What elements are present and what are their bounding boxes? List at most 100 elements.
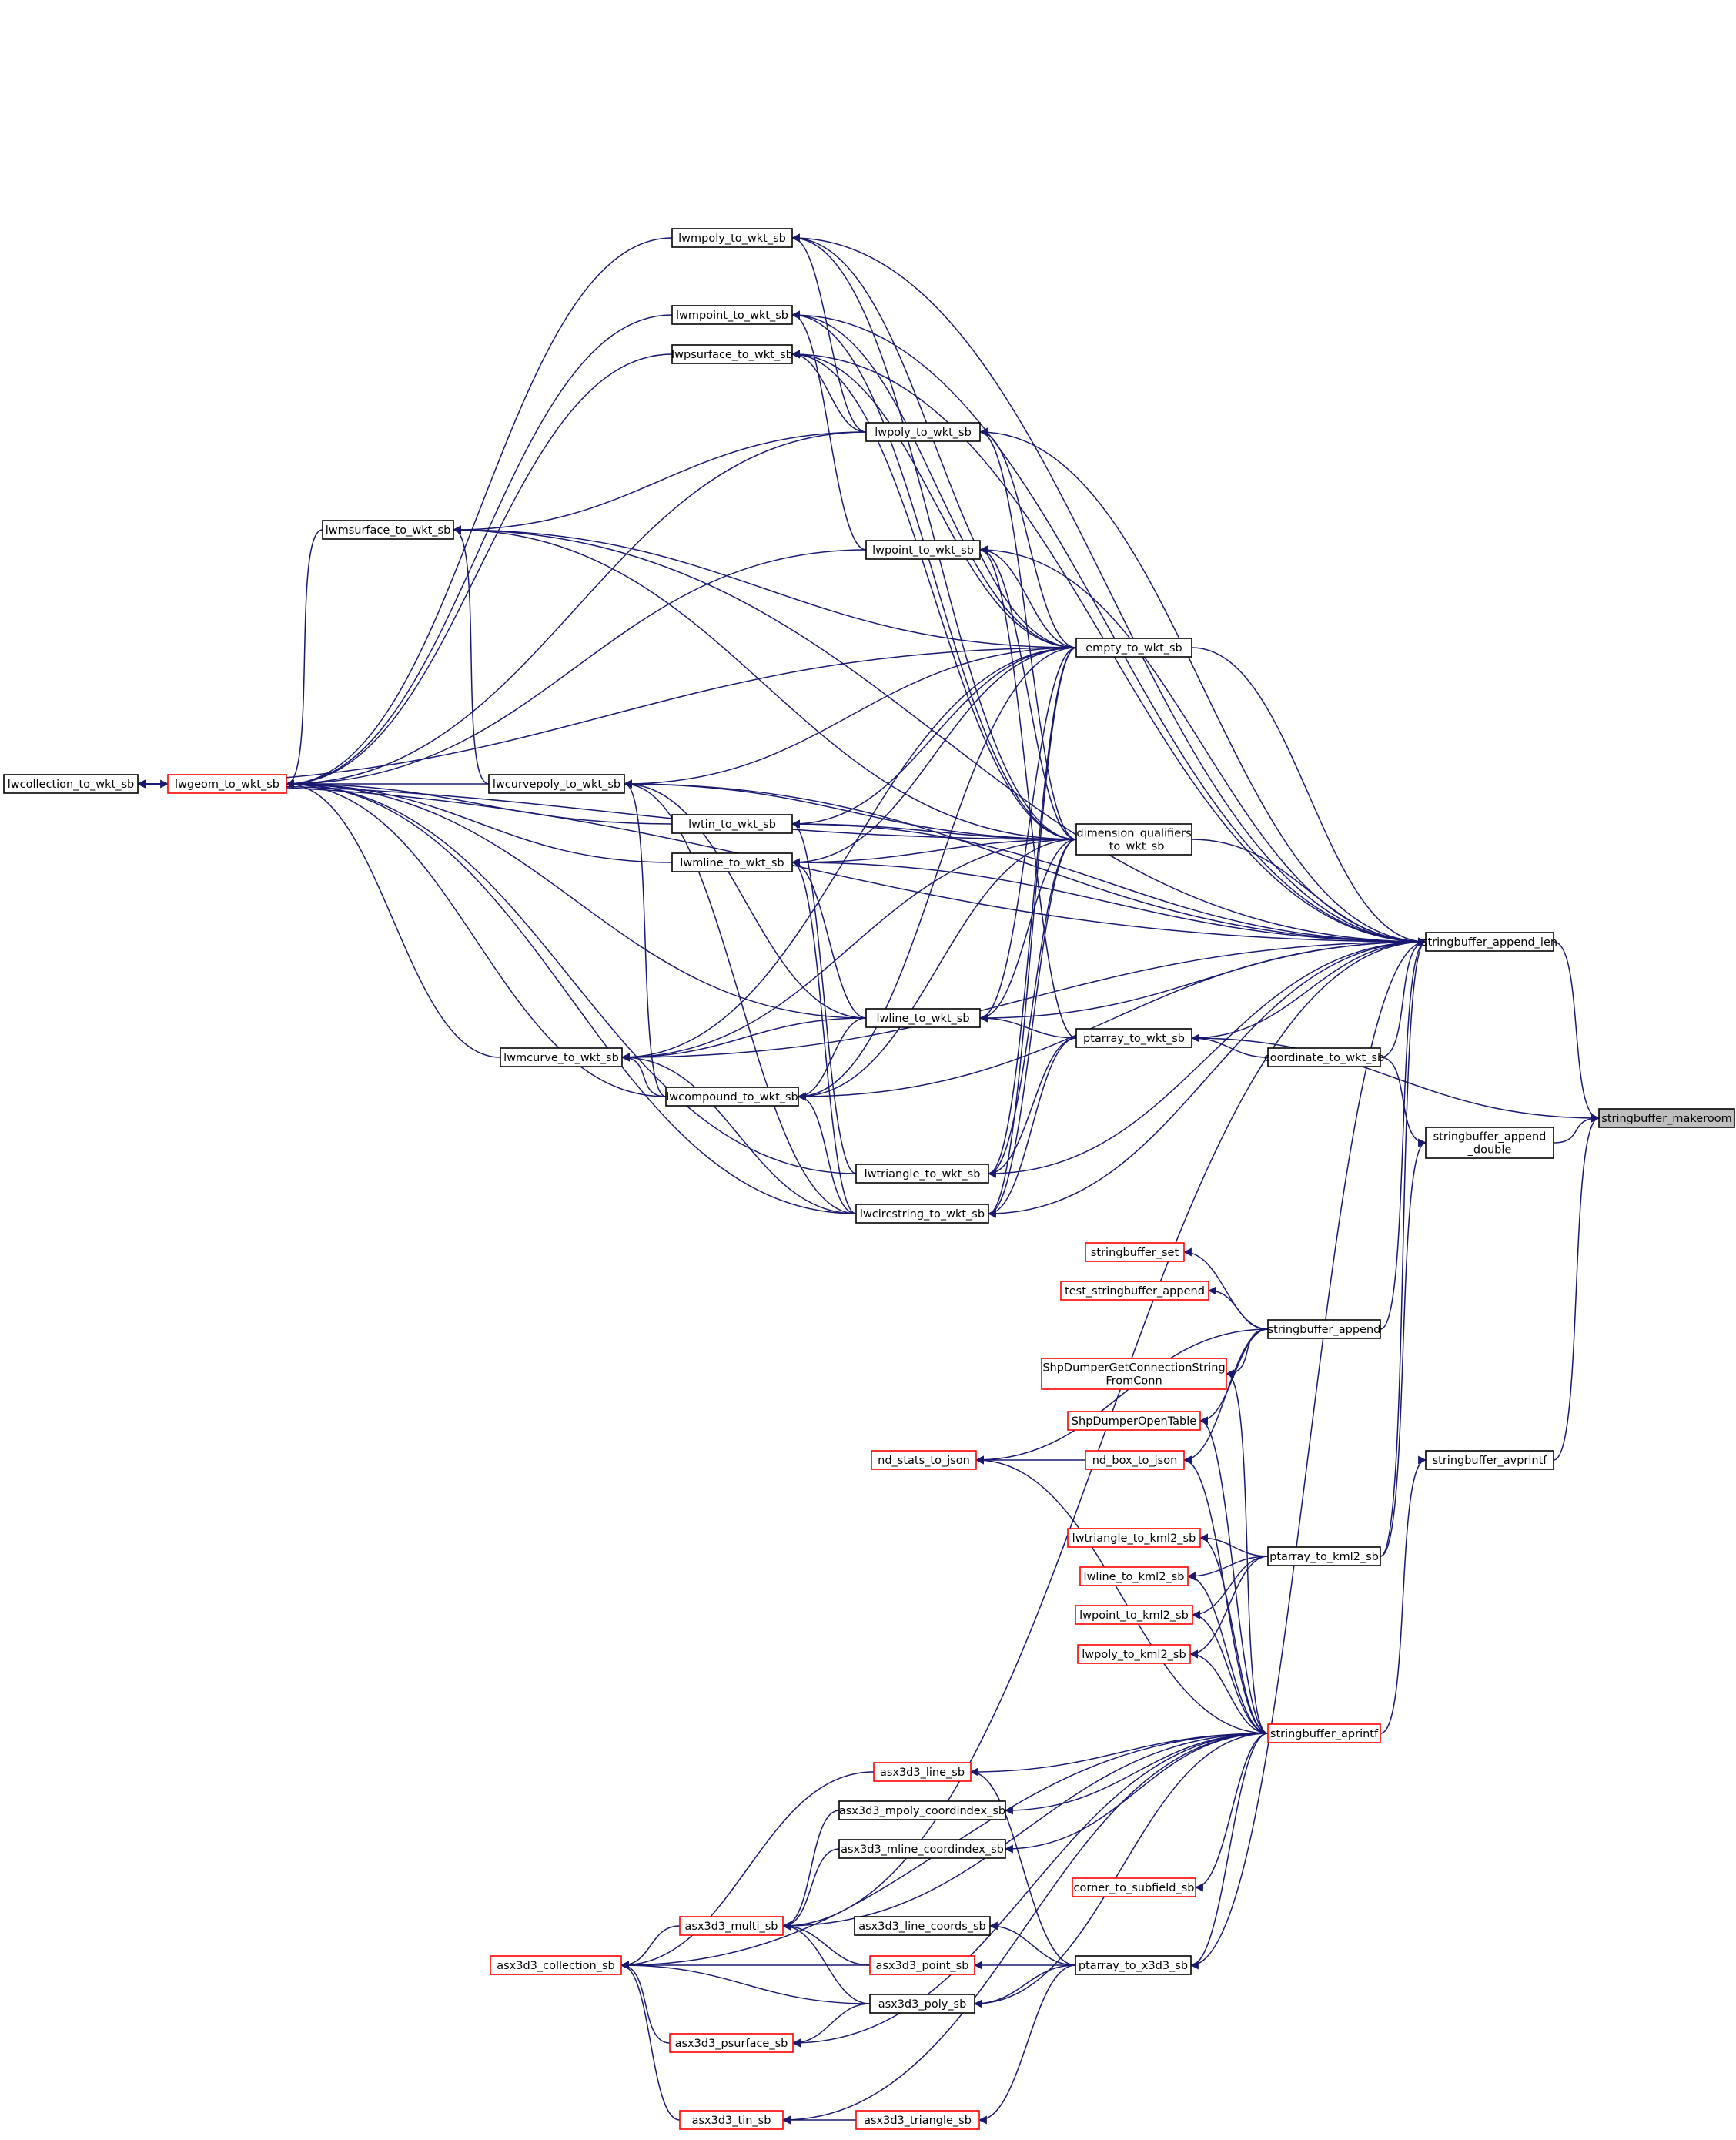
node-lwpsurface-to-wkt-sb[interactable]: lwpsurface_to_wkt_sb xyxy=(671,344,793,364)
node-lwline-to-kml2-sb[interactable]: lwline_to_kml2_sb xyxy=(1079,1566,1189,1586)
node-ptarray-to-kml2-sb[interactable]: ptarray_to_kml2_sb xyxy=(1267,1546,1381,1566)
edge-stringbuffer-append-double-to-stringbuffer-makeroom xyxy=(1553,1114,1601,1144)
node-asx3d3-line-sb[interactable]: asx3d3_line_sb xyxy=(873,1762,972,1782)
edge-empty-to-wkt-sb-to-lwmcurve-to-wkt-sb xyxy=(620,647,1077,1062)
node-box xyxy=(855,1204,989,1224)
node-ptarray-to-wkt-sb[interactable]: ptarray_to_wkt_sb xyxy=(1075,1028,1192,1048)
edge-stringbuffer-aprintf-to-lwtriangle-to-kml2-sb xyxy=(1199,1533,1269,1734)
node-box xyxy=(167,774,287,794)
node-label: corner_to_subfield_sb xyxy=(1074,1882,1195,1894)
node-asx3d3-collection-sb[interactable]: asx3d3_collection_sb xyxy=(490,1955,622,1975)
node-lwpoint-to-wkt-sb[interactable]: lwpoint_to_wkt_sb xyxy=(865,540,981,560)
node-label: lwtriangle_to_kml2_sb xyxy=(1072,1532,1196,1545)
edge-asx3d3-mline-coordindex-sb-to-asx3d3-multi-sb xyxy=(781,1848,840,1931)
node-asx3d3-line-coords-sb[interactable]: asx3d3_line_coords_sb xyxy=(854,1916,991,1936)
edge-ptarray-to-x3d3-sb-to-stringbuffer-append-len xyxy=(1190,937,1427,1966)
node-lwline-to-wkt-sb[interactable]: lwline_to_wkt_sb xyxy=(865,1008,981,1028)
edge-empty-to-wkt-sb-to-lwcurvepoly-to-wkt-sb xyxy=(623,647,1077,789)
node-box xyxy=(1085,1242,1185,1262)
edge-dimension-qualifiers-to-wkt-sb-to-lwmpoint-to-wkt-sb xyxy=(791,310,1077,840)
node-stringbuffer-aprintf[interactable]: stringbuffer_aprintf xyxy=(1267,1723,1381,1743)
node-box xyxy=(1072,1877,1196,1897)
node-lwpoly-to-wkt-sb[interactable]: lwpoly_to_wkt_sb xyxy=(865,422,981,442)
edge-lwcurvepoly-to-wkt-sb-to-stringbuffer-append-len xyxy=(624,783,1427,946)
node-box xyxy=(322,520,454,540)
edge-empty-to-wkt-sb-to-lwpoint-to-wkt-sb xyxy=(978,545,1077,648)
edge-lwpoint-to-wkt-sb-to-stringbuffer-append-len xyxy=(979,549,1427,946)
node-asx3d3-psurface-sb[interactable]: asx3d3_psurface_sb xyxy=(669,2033,794,2053)
node-label: asx3d3_mpoly_coordindex_sb xyxy=(839,1805,1005,1817)
node-empty-to-wkt-sb[interactable]: empty_to_wkt_sb xyxy=(1075,638,1192,658)
edge-lwmcurve-to-wkt-sb-to-lwgeom-to-wkt-sb xyxy=(285,779,501,1058)
edge-lwcompound-to-wkt-sb-to-lwgeom-to-wkt-sb xyxy=(285,779,667,1097)
edge-coordinate-to-wkt-sb-to-ptarray-to-wkt-sb xyxy=(1190,1033,1269,1058)
node-lwcompound-to-wkt-sb[interactable]: lwcompound_to_wkt_sb xyxy=(665,1087,799,1107)
node-lwtriangle-to-kml2-sb[interactable]: lwtriangle_to_kml2_sb xyxy=(1067,1528,1201,1548)
node-asx3d3-tin-sb[interactable]: asx3d3_tin_sb xyxy=(679,2110,784,2130)
node-lwpoly-to-kml2-sb[interactable]: lwpoly_to_kml2_sb xyxy=(1077,1644,1191,1664)
edge-ptarray-to-kml2-sb-to-stringbuffer-append-double xyxy=(1380,1138,1427,1557)
node-nd-stats-to-json[interactable]: nd_stats_to_json xyxy=(871,1450,977,1470)
node-ptarray-to-x3d3-sb[interactable]: ptarray_to_x3d3_sb xyxy=(1075,1955,1192,1975)
node-lwmline-to-wkt-sb[interactable]: lwmline_to_wkt_sb xyxy=(671,852,793,872)
node-box xyxy=(1067,1528,1201,1548)
node-box xyxy=(1079,1566,1189,1586)
node-lwcollection-to-wkt-sb[interactable]: lwcollection_to_wkt_sb xyxy=(3,774,139,794)
node-lwtriangle-to-wkt-sb[interactable]: lwtriangle_to_wkt_sb xyxy=(855,1164,989,1184)
node-asx3d3-point-sb[interactable]: asx3d3_point_sb xyxy=(869,1955,975,1975)
node-stringbuffer-makeroom[interactable]: stringbuffer_makeroom xyxy=(1598,1108,1735,1128)
node-stringbuffer-set[interactable]: stringbuffer_set xyxy=(1085,1242,1185,1262)
edge-stringbuffer-append-len-to-stringbuffer-makeroom xyxy=(1553,941,1601,1123)
node-asx3d3-triangle-sb[interactable]: asx3d3_triangle_sb xyxy=(855,2110,980,2130)
node-box xyxy=(1267,1723,1381,1743)
edge-empty-to-wkt-sb-to-lwcollection-to-wkt-sb xyxy=(136,647,1077,789)
node-stringbuffer-append-len[interactable]: stringbuffer_append_len xyxy=(1422,932,1557,952)
node-box xyxy=(1041,1358,1227,1390)
node-box xyxy=(865,1008,981,1028)
node-test-stringbuffer-append[interactable]: test_stringbuffer_append xyxy=(1060,1281,1209,1301)
node-coordinate-to-wkt-sb[interactable]: coordinate_to_wkt_sb xyxy=(1264,1047,1384,1067)
node-box xyxy=(838,1839,1006,1859)
node-lwcurvepoly-to-wkt-sb[interactable]: lwcurvepoly_to_wkt_sb xyxy=(488,774,625,794)
node-asx3d3-mline-coordindex-sb[interactable]: asx3d3_mline_coordindex_sb xyxy=(838,1839,1006,1859)
edge-dimension-qualifiers-to-wkt-sb-to-lwcollection-to-wkt-sb xyxy=(136,779,1077,840)
node-nd-box-to-json[interactable]: nd_box_to_json xyxy=(1085,1450,1185,1470)
node-box xyxy=(1060,1281,1209,1301)
edge-ptarray-to-wkt-sb-to-lwpoint-to-wkt-sb xyxy=(978,545,1077,1039)
node-asx3d3-multi-sb[interactable]: asx3d3_multi_sb xyxy=(679,1916,784,1936)
edge-asx3d3-point-sb-to-asx3d3-multi-sb xyxy=(781,1921,871,1966)
node-asx3d3-poly-sb[interactable]: asx3d3_poly_sb xyxy=(869,1994,975,2014)
edge-dimension-qualifiers-to-wkt-sb-to-lwmsurface-to-wkt-sb xyxy=(452,525,1077,840)
node-corner-to-subfield-sb[interactable]: corner_to_subfield_sb xyxy=(1072,1877,1196,1897)
node-label: asx3d3_multi_sb xyxy=(685,1921,778,1933)
node-lwmpoint-to-wkt-sb[interactable]: lwmpoint_to_wkt_sb xyxy=(671,305,793,325)
node-lwmpoly-to-wkt-sb[interactable]: lwmpoly_to_wkt_sb xyxy=(671,228,793,248)
edge-lwline-to-wkt-sb-to-lwgeom-to-wkt-sb xyxy=(285,779,867,1019)
edge-empty-to-wkt-sb-to-lwtriangle-to-wkt-sb xyxy=(987,647,1077,1178)
edge-empty-to-wkt-sb-to-lwmsurface-to-wkt-sb xyxy=(452,525,1077,648)
node-lwgeom-to-wkt-sb[interactable]: lwgeom_to_wkt_sb xyxy=(167,774,287,794)
node-asx3d3-mpoly-coordindex-sb[interactable]: asx3d3_mpoly_coordindex_sb xyxy=(838,1800,1006,1820)
edge-ptarray-to-kml2-sb-to-stringbuffer-append-len xyxy=(1380,937,1427,1557)
node-stringbuffer-append-double[interactable]: stringbuffer_append_double xyxy=(1425,1127,1554,1159)
node-lwpoint-to-kml2-sb[interactable]: lwpoint_to_kml2_sb xyxy=(1075,1605,1193,1625)
node-label: stringbuffer_aprintf xyxy=(1270,1728,1379,1740)
node-lwtin-to-wkt-sb[interactable]: lwtin_to_wkt_sb xyxy=(671,814,793,834)
node-lwmsurface-to-wkt-sb[interactable]: lwmsurface_to_wkt_sb xyxy=(322,520,454,540)
edge-stringbuffer-aprintf-to-ptarray-to-x3d3-sb xyxy=(1189,1733,1269,1970)
node-box xyxy=(855,2110,980,2130)
node-stringbuffer-append[interactable]: stringbuffer_append xyxy=(1267,1319,1381,1339)
node-lwcircstring-to-wkt-sb[interactable]: lwcircstring_to_wkt_sb xyxy=(855,1204,989,1224)
node-label: lwtin_to_wkt_sb xyxy=(688,819,776,831)
node-label: nd_stats_to_json xyxy=(878,1455,970,1467)
node-box xyxy=(671,852,793,872)
node-box xyxy=(1075,1028,1192,1048)
edge-ptarray-to-kml2-sb-to-lwline-to-kml2-sb xyxy=(1186,1556,1269,1581)
node-dimension-qualifiers-to-wkt-sb[interactable]: dimension_qualifiers_to_wkt_sb xyxy=(1075,823,1192,856)
edge-ptarray-to-kml2-sb-to-lwpoint-to-kml2-sb xyxy=(1191,1556,1269,1619)
node-lwmcurve-to-wkt-sb[interactable]: lwmcurve_to_wkt_sb xyxy=(500,1047,623,1067)
node-shpdumperopentable[interactable]: ShpDumperOpenTable xyxy=(1067,1411,1201,1431)
edge-dimension-qualifiers-to-wkt-sb-to-lwline-to-wkt-sb xyxy=(978,839,1077,1023)
node-stringbuffer-avprintf[interactable]: stringbuffer_avprintf xyxy=(1425,1450,1554,1470)
